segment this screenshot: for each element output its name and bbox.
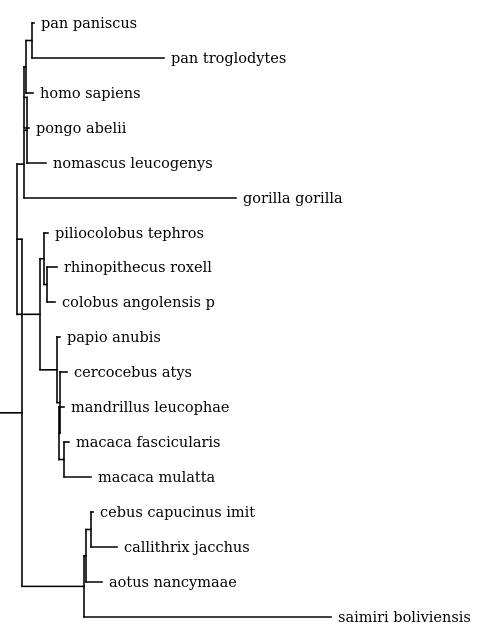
taxon-label-pongo-abelii: pongo abelii	[36, 121, 127, 137]
taxon-label-colobus-angolensis-p: colobus angolensis p	[62, 295, 215, 311]
taxon-label-pan-troglodytes: pan troglodytes	[171, 51, 286, 67]
taxon-label-aotus-nancymaae: aotus nancymaae	[109, 575, 237, 591]
taxon-label-macaca-mulatta: macaca mulatta	[98, 470, 216, 486]
taxon-label-rhinopithecus-roxell: rhinopithecus roxell	[64, 260, 212, 276]
taxon-label-saimiri-boliviensis: saimiri boliviensis	[338, 610, 471, 626]
taxon-label-gorilla-gorilla: gorilla gorilla	[243, 191, 343, 207]
taxon-label-papio-anubis: papio anubis	[67, 330, 161, 346]
taxon-label-pan-paniscus: pan paniscus	[41, 16, 137, 32]
taxon-label-cebus-capucinus-imit: cebus capucinus imit	[100, 505, 255, 521]
tree-labels: pan paniscus pan troglodytes homo sapiens p…	[36, 16, 471, 626]
taxon-label-nomascus-leucogenys: nomascus leucogenys	[53, 156, 213, 172]
tree-branches	[0, 22, 332, 618]
taxon-label-macaca-fascicularis: macaca fascicularis	[76, 435, 221, 451]
taxon-label-homo-sapiens: homo sapiens	[40, 86, 141, 102]
taxon-label-mandrillus-leucophae: mandrillus leucophae	[71, 400, 230, 416]
taxon-label-callithrix-jacchus: callithrix jacchus	[124, 540, 250, 556]
taxon-label-cercocebus-atys: cercocebus atys	[74, 365, 192, 381]
taxon-label-piliocolobus-tephros: piliocolobus tephros	[55, 226, 204, 242]
